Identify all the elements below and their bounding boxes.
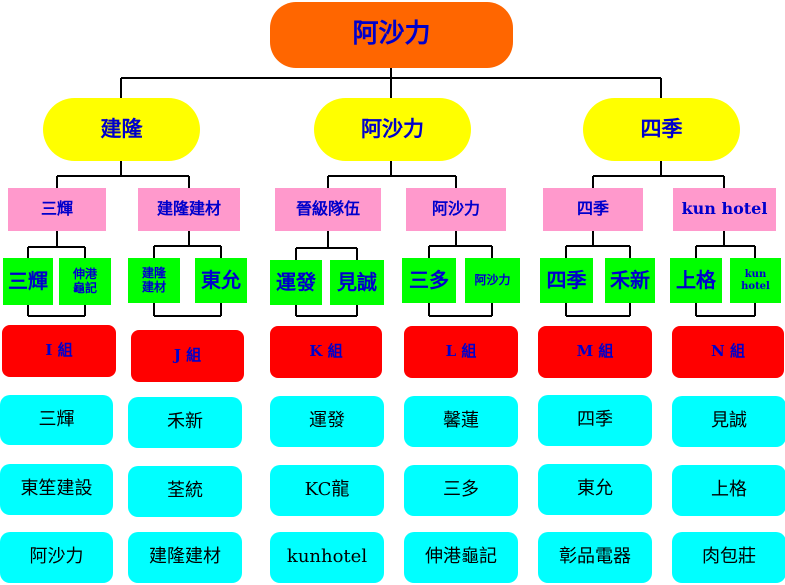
sub-node-jinji-duiwu: 晉級隊伍	[275, 188, 381, 231]
member-node: KC龍	[270, 465, 384, 516]
item-node: 三輝	[3, 258, 53, 305]
item-node: 上格	[670, 258, 722, 303]
item-node: 運發	[270, 260, 322, 305]
member-node: 三輝	[0, 395, 113, 445]
member-node: kunhotel	[270, 532, 384, 583]
group-node-l: L 組	[404, 326, 518, 378]
group-node-m: M 組	[538, 326, 652, 378]
member-node: 建隆建材	[128, 532, 242, 583]
group-node-i: I 組	[2, 325, 116, 377]
group-node-j: J 組	[131, 330, 244, 382]
item-node: 禾新	[605, 258, 655, 303]
member-node: 三多	[404, 465, 518, 516]
sub-node-ashali: 阿沙力	[406, 188, 506, 231]
member-node: 四季	[538, 395, 652, 446]
item-node: 四季	[540, 258, 593, 303]
item-node: 三多	[402, 258, 456, 303]
item-node: kun hotel	[730, 258, 781, 303]
member-node: 上格	[672, 465, 785, 516]
item-node: 伸港 龜記	[59, 258, 111, 305]
sub-node-siji: 四季	[543, 188, 643, 231]
branch-node-jianlong: 建隆	[43, 98, 200, 161]
member-node: 伸港龜記	[404, 532, 518, 583]
item-node: 阿沙力	[465, 258, 520, 303]
group-node-k: K 組	[270, 326, 382, 378]
member-node: 運發	[270, 396, 384, 447]
member-node: 東笙建設	[0, 464, 113, 515]
member-node: 彰品電器	[538, 532, 652, 583]
sub-node-kun-hotel: kun hotel	[673, 188, 776, 231]
group-node-n: N 組	[672, 326, 784, 378]
member-node: 東允	[538, 464, 652, 515]
member-node: 禾新	[128, 397, 242, 448]
item-node: 見誠	[330, 260, 384, 305]
item-node: 東允	[195, 258, 247, 303]
branch-node-ashali: 阿沙力	[314, 98, 471, 161]
member-node: 肉包莊	[672, 532, 785, 583]
root-node: 阿沙力	[270, 2, 513, 68]
member-node: 馨蓮	[404, 396, 518, 447]
member-node: 阿沙力	[0, 532, 113, 583]
sub-node-sanhui: 三輝	[8, 188, 106, 231]
member-node: 荃統	[128, 466, 242, 517]
item-node: 建隆 建材	[128, 258, 180, 303]
branch-node-siji: 四季	[583, 98, 740, 161]
sub-node-jianlong-jiancai: 建隆建材	[138, 188, 240, 231]
member-node: 見誠	[672, 396, 785, 447]
